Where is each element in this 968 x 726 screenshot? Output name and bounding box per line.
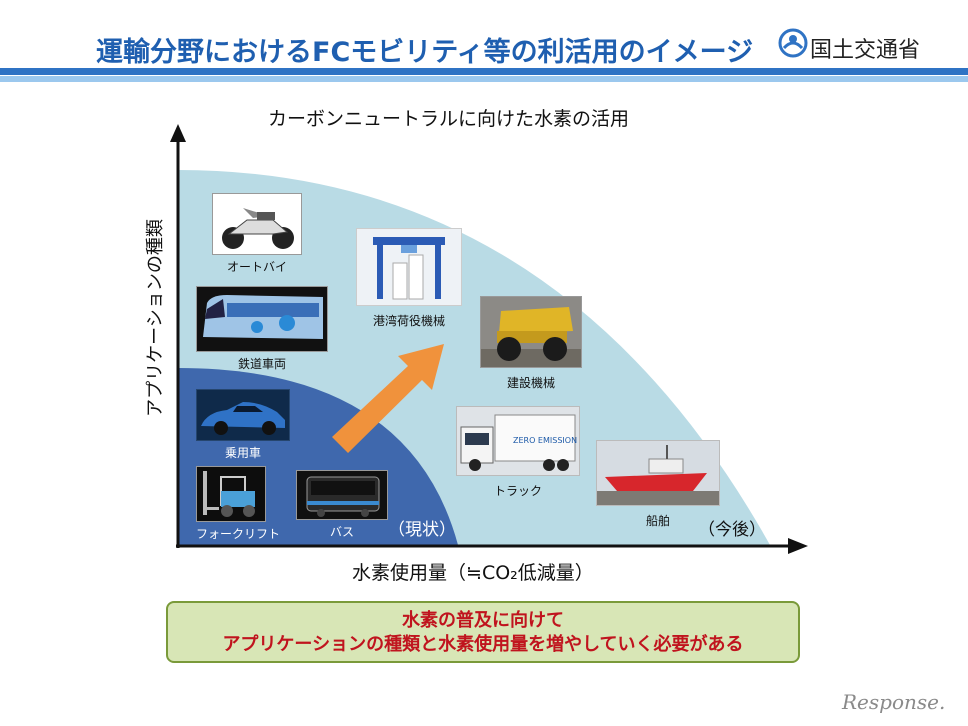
truck-icon: ZERO EMISSION [456,406,580,476]
header-band-light [0,76,968,82]
ship-icon [596,440,720,506]
item-ship: 船舶 [596,440,720,529]
port-crane-icon [356,228,462,306]
item-port-crane: 港湾荷役機械 [356,228,462,329]
dump-truck-icon [480,296,582,368]
item-label: トラック [493,484,542,498]
item-truck: ZERO EMISSION トラック [456,406,580,499]
y-axis-label: アプリケーションの種類 [145,219,166,417]
watermark: Response. [842,690,946,714]
item-dump-truck: 建設機械 [480,296,582,391]
motorcycle-icon [212,193,302,255]
future-state-label: （今後） [698,520,766,540]
x-axis-label: 水素使用量（≒CO₂低減量） [352,562,594,584]
bus-icon [296,470,388,520]
item-forklift: フォークリフト [196,466,281,542]
item-label: 港湾荷役機械 [372,314,445,328]
item-label: オートバイ [226,260,287,274]
item-bus: バス [296,470,388,540]
ministry-name: 国土交通省 [810,38,921,63]
current-state-label: （現状） [388,520,456,540]
train-icon [196,286,328,352]
truck-badge-text: ZERO EMISSION [513,436,577,445]
conclusion-line-1: 水素の普及に向けて [402,610,564,631]
car-icon [196,389,290,441]
y-axis-arrowhead [170,124,186,142]
item-car: 乗用車 [196,389,290,461]
page-title: 運輸分野におけるFCモビリティ等の利活用のイメージ [96,37,754,68]
item-label: 乗用車 [224,446,261,460]
item-label: 鉄道車両 [237,357,286,371]
x-axis-arrowhead [788,538,808,554]
forklift-icon [196,466,266,522]
item-label: 船舶 [645,514,670,528]
growth-arrow [332,344,444,453]
item-motorcycle: オートバイ [212,193,302,275]
header-band [0,68,968,75]
diagram-subtitle: カーボンニュートラルに向けた水素の活用 [268,108,630,130]
item-label: バス [329,525,354,539]
item-label: 建設機械 [506,376,555,390]
item-train: 鉄道車両 [196,286,328,372]
conclusion-box: 水素の普及に向けて アプリケーションの種類と水素使用量を増やしていく必要がある [166,601,800,663]
mlit-logo-icon [778,28,808,58]
conclusion-line-2: アプリケーションの種類と水素使用量を増やしていく必要がある [222,634,744,655]
item-label: フォークリフト [196,527,281,541]
